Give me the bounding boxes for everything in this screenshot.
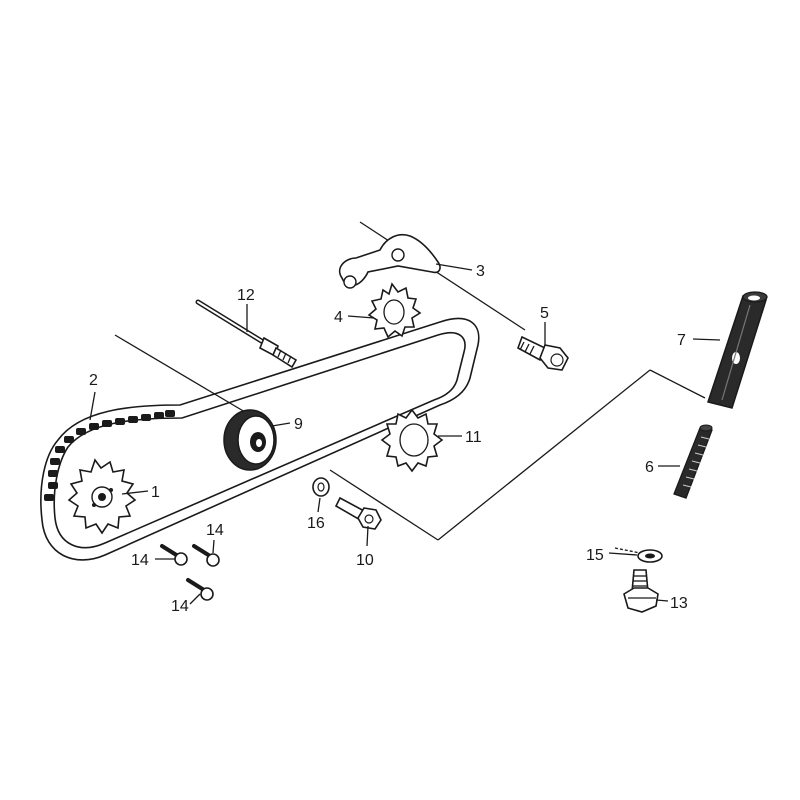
bolt-14-c <box>186 578 214 601</box>
label-part-13: 13 <box>670 595 688 612</box>
leader-lines <box>89 263 721 605</box>
shaft-12 <box>195 299 298 369</box>
assembly-lines <box>114 221 706 554</box>
label-part-3: 3 <box>476 263 485 280</box>
label-part-12: 12 <box>237 287 255 304</box>
tube-7 <box>707 291 768 409</box>
label-part-4: 4 <box>334 309 343 326</box>
label-part-10: 10 <box>356 552 374 569</box>
bolt-10 <box>334 496 382 530</box>
label-part-2: 2 <box>89 372 98 389</box>
sprocket-4 <box>367 282 422 339</box>
bolt-14-a <box>160 544 188 566</box>
label-part-9: 9 <box>294 416 303 433</box>
sprocket-1 <box>67 458 137 535</box>
part-labels: 1 2 3 4 5 6 7 9 10 11 12 13 14 14 14 15 … <box>89 263 688 615</box>
label-part-1: 1 <box>151 484 160 501</box>
drive-chain <box>40 317 480 561</box>
label-part-14b: 14 <box>206 522 224 539</box>
spring-6 <box>673 424 713 499</box>
label-part-14c: 14 <box>171 598 189 615</box>
guide-roller-9 <box>223 409 277 471</box>
bolt-5 <box>517 335 569 371</box>
label-part-11: 11 <box>465 429 482 446</box>
label-part-6: 6 <box>645 459 654 476</box>
tensioner-bracket-3 <box>338 234 441 289</box>
label-part-16: 16 <box>307 515 325 532</box>
label-part-14a: 14 <box>131 552 149 569</box>
chain-links <box>44 410 175 501</box>
sprocket-11 <box>380 408 444 473</box>
bolt-14-b <box>192 544 220 567</box>
label-part-15: 15 <box>586 547 604 564</box>
washer-15 <box>637 549 663 563</box>
label-part-7: 7 <box>677 332 686 349</box>
label-part-5: 5 <box>540 305 549 322</box>
plug-bolt-13 <box>623 569 659 613</box>
washer-16 <box>312 477 330 497</box>
